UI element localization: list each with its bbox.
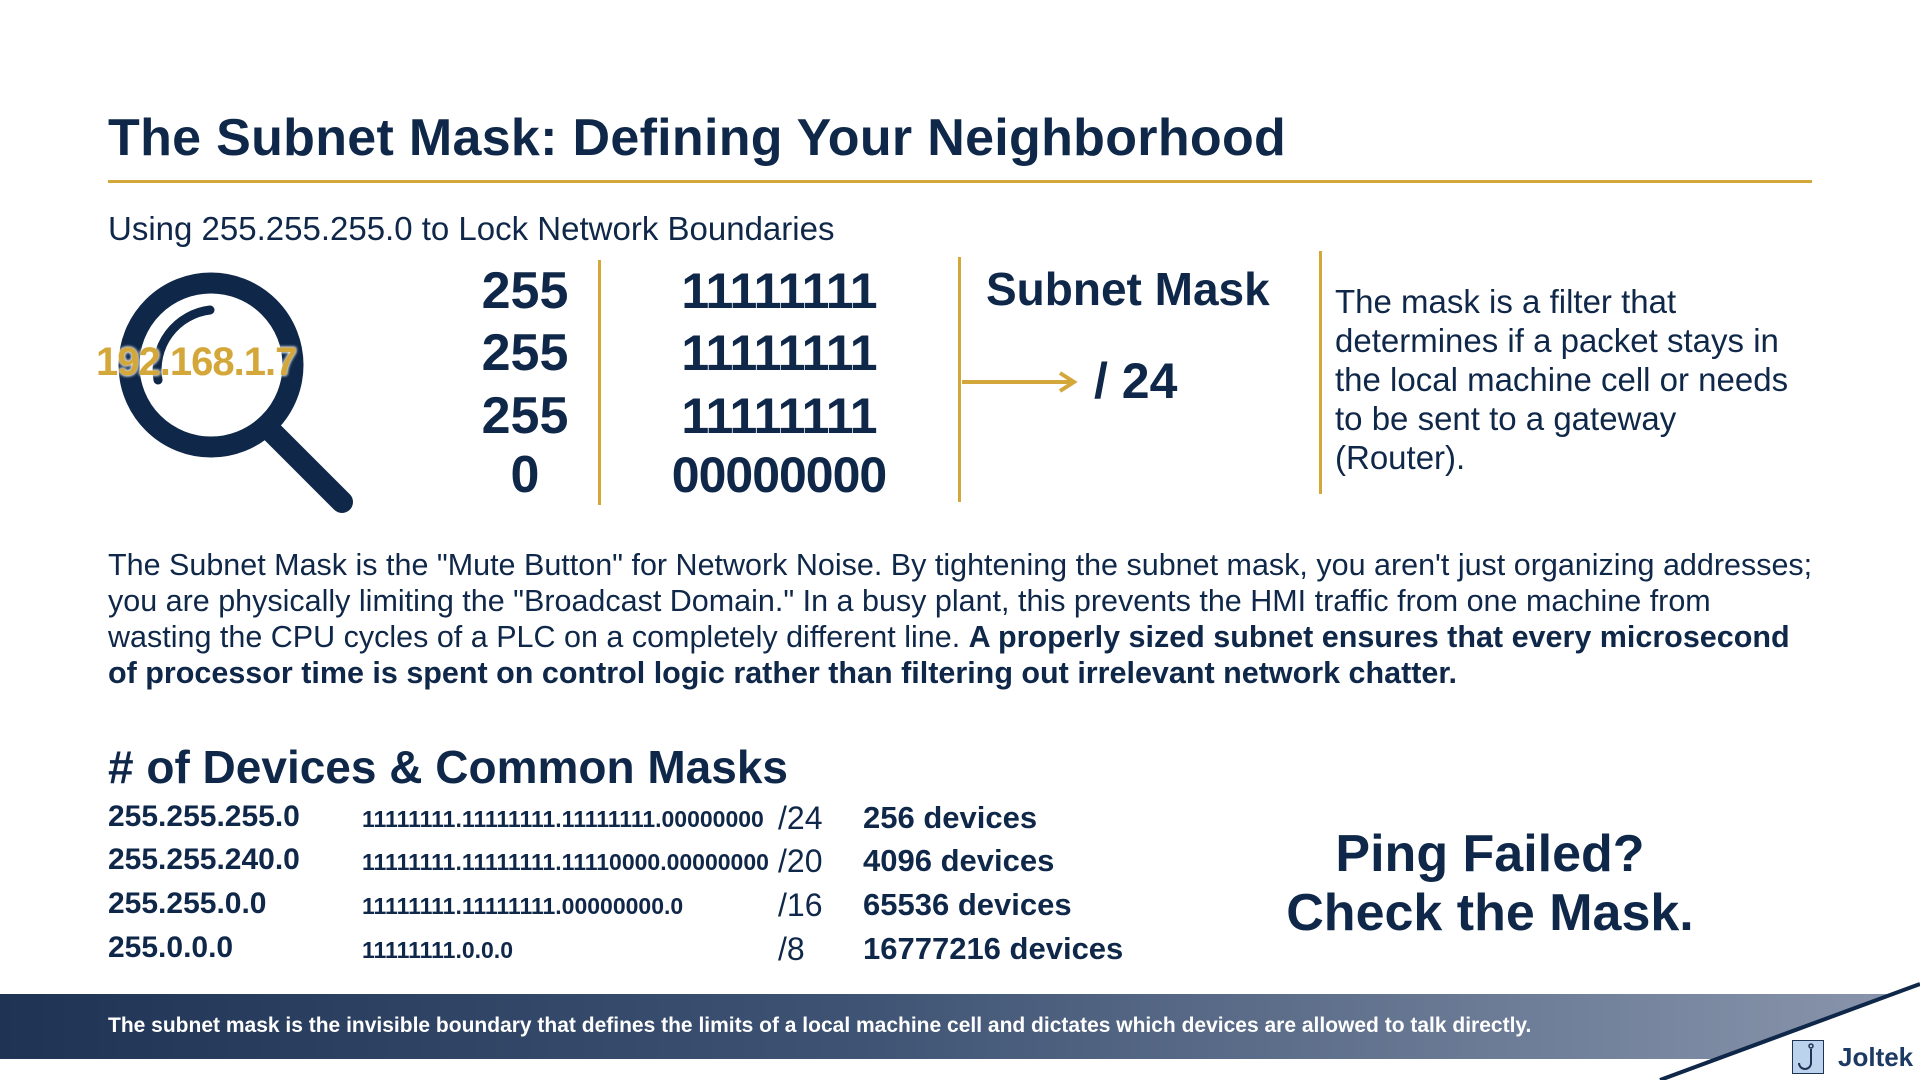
mask-binary: 11111111.11111111.11111111.00000000 (362, 806, 764, 832)
mask-description: The mask is a filter that determines if … (1335, 283, 1789, 476)
footer-text: The subnet mask is the invisible boundar… (108, 1014, 1532, 1037)
octet-binary: 11111111 (681, 388, 877, 444)
mask-devices: 65536 devices (863, 887, 1072, 922)
octet-decimal: 0 (510, 446, 540, 504)
divider-line (958, 257, 961, 502)
octet-binary: 00000000 (671, 447, 887, 503)
mask-row: 255.0.0.0 11111111.0.0.0/8 16777216 device… (108, 931, 1208, 971)
mask-value: 255.255.255.0 (108, 800, 300, 833)
subtitle: Using 255.255.255.0 to Lock Network Boun… (108, 210, 835, 247)
mask-binary: 11111111.11111111.11110000.00000000 (362, 849, 769, 875)
mask-cidr: /16 (778, 887, 823, 923)
body-text: The Subnet Mask is the "Mute Button" for… (108, 548, 1813, 654)
cidr-prefix: / 24 (1094, 353, 1178, 409)
mask-binary: 11111111.0.0.0 (362, 937, 513, 963)
mask-cidr: /8 (778, 931, 805, 967)
ping-line-2: Check the Mask. (1286, 884, 1694, 942)
octet-decimal: 255 (481, 387, 569, 445)
body-emphasis: A properly sized subnet ensures that eve… (108, 620, 1790, 690)
mask-devices: 256 devices (863, 800, 1038, 835)
footer-band (0, 994, 1920, 1059)
octet-binary: 11111111 (681, 325, 877, 381)
octet-binary: 11111111 (681, 263, 877, 319)
mask-devices: 16777216 devices (863, 931, 1124, 966)
page-title: The Subnet Mask: Defining Your Neighborh… (108, 109, 1287, 167)
ping-callout: Ping Failed?Check the Mask. (1230, 825, 1750, 943)
mask-binary: 11111111.11111111.00000000.0 (362, 893, 684, 919)
magnifying-glass-icon (118, 272, 353, 513)
divider-line (598, 260, 601, 505)
ip-address-label: 192.168.1.7 (96, 340, 297, 384)
mask-value: 255.0.0.0 (108, 931, 234, 964)
mask-row: 255.255.0.0 11111111.11111111.00000000.0 /… (108, 887, 1208, 927)
brand-name: Joltek (1838, 1042, 1914, 1072)
arrow-right-icon (962, 371, 1078, 393)
divider-line (1319, 251, 1322, 494)
ping-line-1: Ping Failed? (1335, 825, 1645, 883)
subnet-mask-label: Subnet Mask (986, 263, 1270, 315)
body-paragraph: The Subnet Mask is the "Mute Button" for… (108, 547, 1818, 691)
joltek-logo-icon (1792, 1040, 1824, 1074)
mask-cidr: /20 (778, 843, 823, 879)
octet-decimal: 255 (481, 324, 569, 382)
mask-row: 255.255.255.0 11111111.11111111.11111111.… (108, 800, 1208, 840)
mask-cidr: /24 (778, 800, 823, 836)
title-divider (108, 180, 1812, 183)
mask-value: 255.255.240.0 (108, 843, 300, 876)
octet-decimal: 255 (481, 262, 569, 320)
mask-devices: 4096 devices (863, 843, 1055, 878)
devices-heading: # of Devices & Common Masks (108, 741, 789, 793)
mask-value: 255.255.0.0 (108, 887, 267, 920)
mask-row: 255.255.240.0 11111111.11111111.11110000.… (108, 843, 1208, 883)
